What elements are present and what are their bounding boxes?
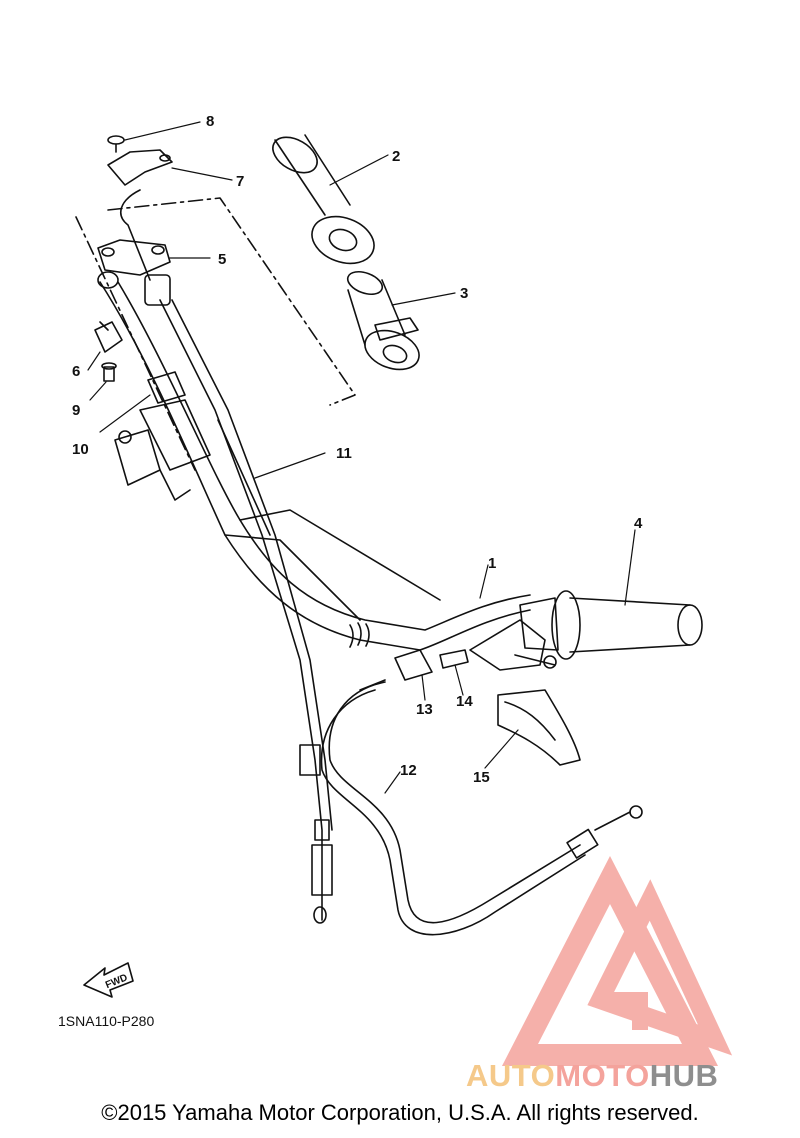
callout-13: 13 (416, 701, 433, 718)
callout-1: 1 (488, 555, 496, 572)
callout-15: 15 (473, 769, 490, 786)
clutch-cable (320, 679, 643, 936)
handlebar-holder (114, 371, 211, 501)
cable-adjuster (394, 649, 433, 681)
callout-10: 10 (72, 441, 89, 458)
holder-bolt (101, 362, 117, 382)
wordmark-hub: HUB (649, 1058, 719, 1093)
callout-9: 9 (72, 402, 80, 419)
assembly-bounding-line (107, 197, 356, 406)
throttle-cover (107, 149, 173, 186)
left-grip (272, 134, 375, 265)
right-grip (519, 590, 703, 660)
callout-6: 6 (72, 363, 80, 380)
callout-11: 11 (336, 445, 352, 462)
wordmark-auto: AUTO (466, 1058, 556, 1093)
automotohub-wordmark: AUTOMOTOHUB (466, 1058, 718, 1094)
adjuster-locknut (439, 649, 469, 669)
callout-3: 3 (460, 285, 468, 302)
holder-bracket (94, 321, 123, 353)
callout-leaders (87, 121, 636, 794)
callout-2: 2 (392, 148, 400, 165)
cover-screw (107, 135, 125, 153)
callout-5: 5 (218, 251, 226, 268)
callout-7: 7 (236, 173, 244, 190)
callout-8: 8 (206, 113, 214, 130)
callout-4: 4 (634, 515, 643, 532)
copyright-notice: ©2015 Yamaha Motor Corporation, U.S.A. A… (101, 1100, 699, 1125)
forward-direction-arrow-icon: FWD (83, 962, 134, 998)
clutch-lever-holder (469, 619, 557, 671)
throttle-grip (346, 270, 420, 371)
throttle-housing (97, 239, 171, 306)
automotohub-logo (501, 855, 733, 1066)
callout-12: 12 (400, 762, 417, 779)
handlebar (97, 271, 531, 651)
callout-14: 14 (456, 693, 473, 710)
throttle-cable (120, 189, 333, 924)
diagram-reference-code: 1SNA110-P280 (58, 1013, 154, 1029)
wordmark-moto: MOTO (555, 1058, 650, 1093)
lever-protector (497, 689, 581, 766)
